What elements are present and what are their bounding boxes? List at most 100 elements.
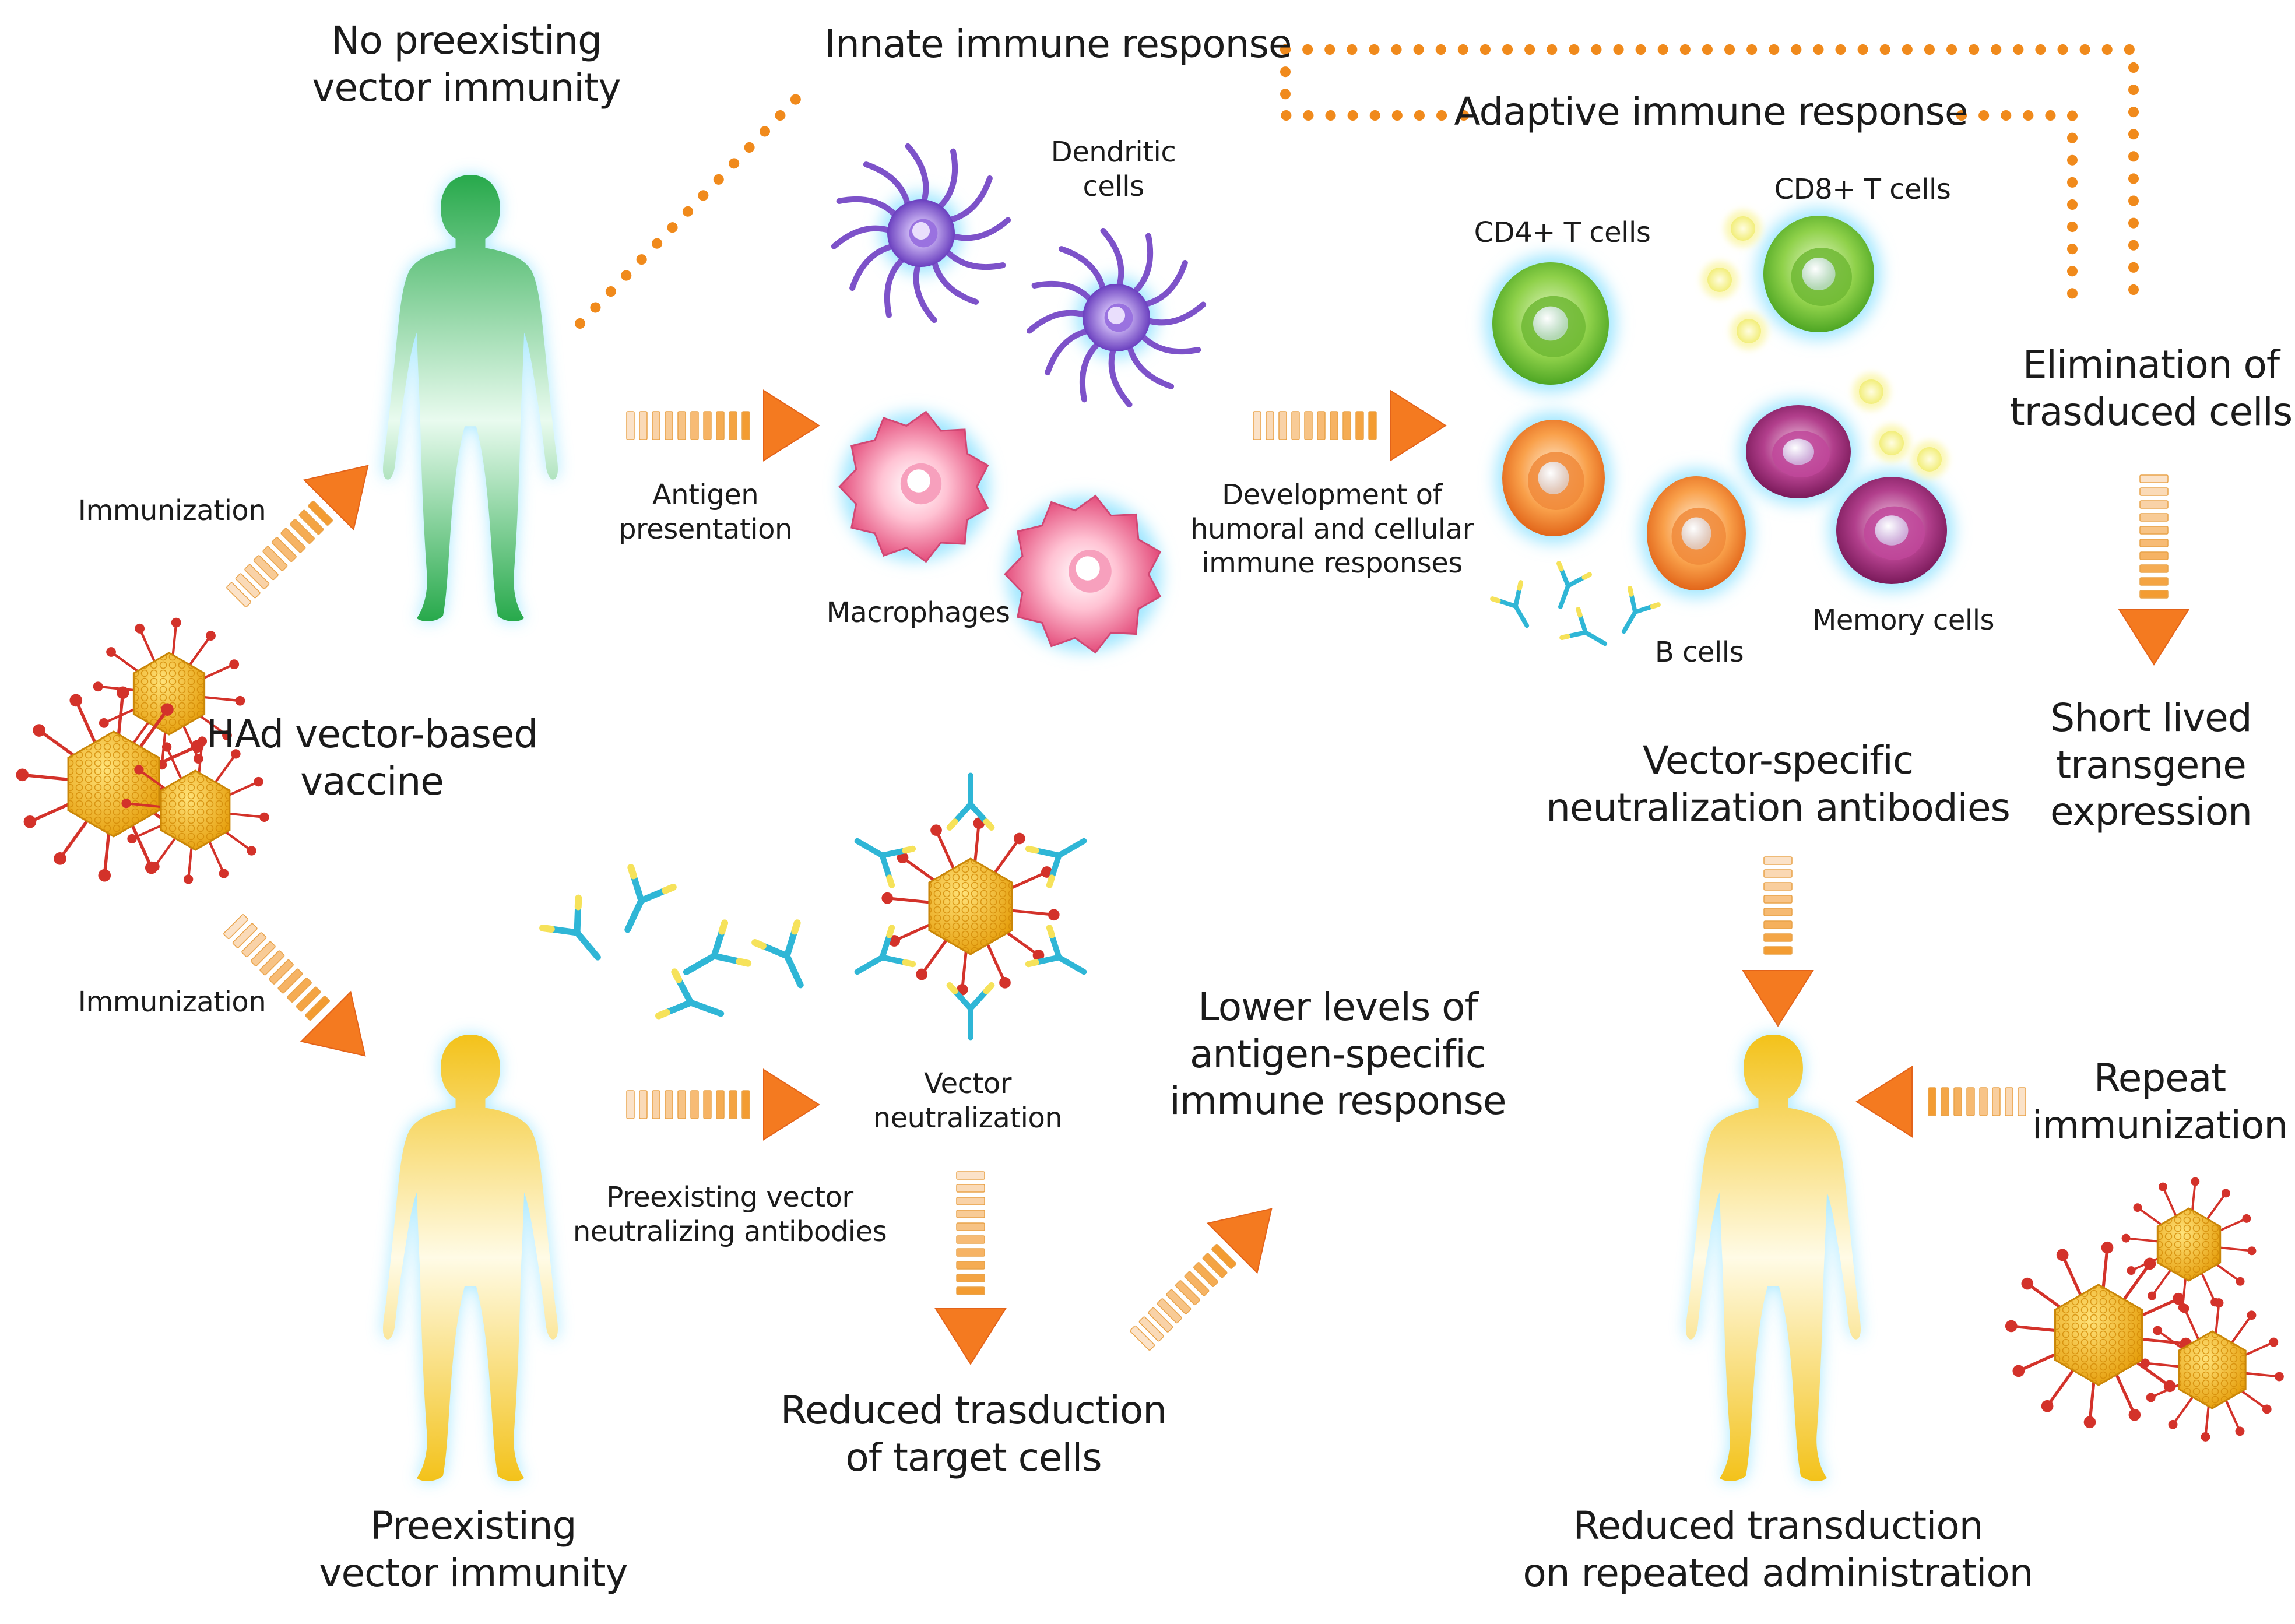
label-dendritic-cells: Dendritic cells [1051, 135, 1176, 203]
label-line: Reduced transduction [1573, 1503, 1983, 1548]
label-vector-neutralization: Vector neutralization [873, 1067, 1063, 1135]
antibody [624, 864, 677, 933]
label-line: Immunization [78, 494, 266, 527]
macrophage [838, 410, 989, 563]
antibody [539, 894, 601, 961]
label-development-of-responses: Development of humoral and cellular immu… [1190, 478, 1474, 581]
antibody [683, 919, 752, 975]
label-line: neutralizing antibodies [572, 1215, 887, 1248]
label-line: Memory cells [1812, 604, 1995, 637]
label-line: Development of [1222, 479, 1442, 511]
label-no-preexisting-immunity: No preexisting vector immunity [312, 17, 621, 111]
label-line: cells [1083, 170, 1144, 203]
virus-particle [121, 736, 269, 884]
b-cell [1640, 469, 1752, 597]
b-cell [1496, 413, 1611, 543]
antibody-bound [854, 838, 916, 888]
dotted-line-innate [575, 88, 807, 329]
label-line: transgene [2056, 742, 2247, 788]
virus-particle [93, 617, 245, 770]
label-line: vaccine [300, 758, 444, 804]
label-line: Short lived [2050, 695, 2252, 740]
label-line: immunization [2032, 1102, 2288, 1148]
label-immunization-top: Immunization [78, 494, 266, 528]
label-reduced-trasduction-target-cells: Reduced trasduction of target cells [780, 1387, 1167, 1481]
label-cd4-t-cells: CD4+ T cells [1474, 216, 1651, 250]
label-line: immune responses [1201, 547, 1463, 580]
cd8-t-cell [1756, 209, 1881, 339]
antibody-bound [946, 772, 995, 831]
memory-cell [1739, 399, 1857, 504]
cd4-t-cell [1485, 255, 1616, 392]
arrow-vector-specific-down [1742, 856, 1814, 1027]
antibody-bound [1025, 838, 1087, 888]
label-line: expression [2050, 789, 2252, 835]
label-line: presentation [618, 512, 792, 546]
antibody-bound [946, 982, 995, 1041]
cytokine-dot [1724, 210, 1762, 247]
label-preexisting-vector-immunity: Preexisting vector immunity [319, 1503, 628, 1597]
cytokine-dot [1701, 261, 1738, 298]
label-line: Preexisting vector [606, 1181, 853, 1214]
label-b-cells: B cells [1655, 635, 1744, 670]
antibody-small [1556, 561, 1593, 610]
label-line: humoral and cellular [1190, 512, 1474, 546]
label-line: Immunization [78, 986, 266, 1018]
label-line: Reduced trasduction [780, 1388, 1167, 1433]
arrow-immunization-bottom [223, 914, 366, 1057]
dotted-line-adaptive-bracket [1280, 44, 1486, 121]
label-line: No preexisting [331, 18, 602, 63]
label-had-vector-based-vaccine: HAd vector-based vaccine [206, 711, 539, 805]
cytokine-dot [1873, 424, 1910, 462]
virus-particle [2141, 1298, 2284, 1442]
virus-neutralized [881, 817, 1060, 996]
label-vector-specific-antibodies: Vector-specific neutralization antibodie… [1546, 737, 2011, 831]
label-line: Macrophages [826, 596, 1010, 629]
label-line: Adaptive immune response [1454, 89, 1968, 134]
label-line: CD8+ T cells [1774, 173, 1951, 206]
label-line: Elimination of [2022, 342, 2280, 387]
label-line: neutralization antibodies [1546, 785, 2011, 830]
label-line: CD4+ T cells [1474, 216, 1651, 249]
label-line: B cells [1654, 636, 1744, 669]
cytokine-dot [1911, 441, 1948, 478]
label-repeat-immunization: Repeat immunization [2032, 1055, 2288, 1149]
label-immunization-bottom: Immunization [78, 985, 266, 1020]
label-macrophages: Macrophages [826, 596, 1010, 630]
label-line: Dendritic [1050, 136, 1176, 168]
human-no-immunity [383, 175, 558, 621]
human-preexisting-immunity [383, 1035, 558, 1481]
label-preexisting-neutralizing-antibodies: Preexisting vector neutralizing antibodi… [573, 1180, 887, 1249]
label-line: HAd vector-based [206, 712, 539, 757]
label-line: Repeat [2093, 1056, 2226, 1101]
label-line: Lower levels of [1198, 985, 1478, 1029]
label-line: vector immunity [319, 1550, 628, 1595]
antibody-small [1559, 607, 1608, 646]
label-antigen-presentation: Antigen presentation [618, 478, 792, 546]
label-cd8-t-cells: CD8+ T cells [1774, 173, 1951, 207]
arrow-immunization-top [226, 465, 369, 607]
dendritic-cell [831, 143, 1011, 324]
label-line: antigen-specific [1189, 1031, 1486, 1077]
label-innate-immune-response: Innate immune response [825, 21, 1292, 68]
cytokine-dot [1730, 312, 1767, 350]
arrow-development [1253, 389, 1447, 462]
antibody-bound [1025, 925, 1087, 975]
macrophage [1004, 494, 1162, 654]
dotted-line-adaptive-to-elimination [1956, 110, 2078, 314]
label-line: Preexisting [370, 1503, 577, 1548]
antibody [751, 919, 804, 989]
memory-cell [1829, 470, 1954, 591]
label-elimination-of-transduced-cells: Elimination of trasduced cells [2010, 342, 2293, 435]
arrow-antigen-presentation [626, 389, 820, 462]
antibody-small [1621, 586, 1661, 634]
virus-particle [16, 686, 212, 882]
human-repeated-administration [1686, 1035, 1861, 1481]
label-lower-levels-response: Lower levels of antigen-specific immune … [1170, 984, 1507, 1125]
dotted-line-innate-to-elimination [1280, 44, 2139, 314]
arrow-preexisting-nab [626, 1068, 820, 1141]
arrow-vector-neutralization-down [934, 1171, 1007, 1365]
label-adaptive-immune-response: Adaptive immune response [1454, 89, 1968, 136]
